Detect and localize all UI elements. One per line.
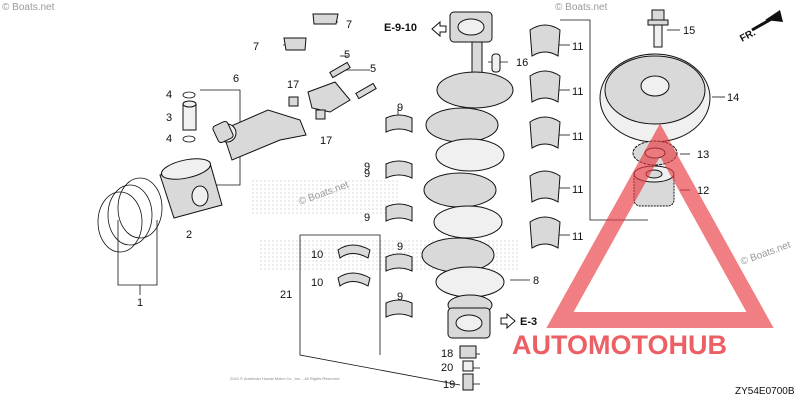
callout-number: 11: [572, 86, 583, 98]
callout-number: 13: [697, 149, 709, 161]
main-bearing-shells-left: [385, 114, 413, 318]
callout-number: 9: [397, 291, 403, 303]
callout-number: 3: [166, 112, 172, 124]
callout-number: 19: [443, 379, 455, 391]
rod-bearing-upper: [312, 13, 339, 25]
diagram-code: ZY54E0700B: [735, 386, 795, 397]
callout-number: 11: [572, 231, 583, 243]
boats-watermark: © Boats.net: [739, 239, 792, 267]
oil-jet-spring: [462, 360, 474, 372]
oil-seal-bottom: [447, 307, 491, 339]
callout-number: 11: [572, 184, 583, 196]
oil-jet-bolt: [462, 373, 474, 391]
piston-ring-set: [97, 177, 163, 253]
crankshaft: [421, 37, 514, 316]
callout-number: 9: [397, 102, 403, 114]
drive-pulley: [599, 53, 711, 143]
callout-number: 17: [287, 79, 299, 91]
thrust-washer-lower: [337, 272, 371, 287]
brand-logo-text: AUTOMOTOHUB: [512, 330, 727, 360]
connecting-rod: [212, 109, 307, 161]
copyright-text: 2010 © American Honda Motor Co., Inc. - …: [230, 376, 339, 381]
piston-pin-clip-upper: [182, 91, 196, 99]
callout-number: 6: [233, 73, 239, 85]
piston: [159, 158, 223, 219]
callout-number: 15: [683, 25, 695, 37]
callout-number: 14: [727, 92, 739, 104]
callout-number: 18: [441, 348, 453, 360]
callout-number: 4: [166, 133, 172, 145]
rod-bearing-lower: [283, 37, 307, 51]
callout-number: 10: [311, 277, 323, 289]
front-direction-arrow: FR.: [738, 10, 783, 45]
rod-bolt-lower: [355, 82, 377, 100]
oil-seal-top: [449, 11, 493, 43]
flange-bolt: [647, 9, 669, 48]
callout-number: 16: [516, 57, 528, 69]
callout-number: 10: [311, 249, 323, 261]
callout-number: 9: [397, 241, 403, 253]
callout-number: 5: [370, 63, 376, 75]
piston-pin-clip-lower: [182, 135, 196, 143]
callout-number: 11: [572, 131, 583, 143]
reference-arrow-top: E-9-10: [384, 20, 447, 38]
reference-top: E-9-10: [384, 22, 417, 34]
reference-bottom: E-3: [520, 316, 537, 328]
callout-number: 20: [441, 362, 453, 374]
boats-watermark: © Boats.net: [555, 2, 608, 13]
callout-number: 11: [572, 41, 583, 53]
boats-watermark: © Boats.net: [2, 2, 55, 13]
callout-number: 5: [344, 49, 350, 61]
rod-bolt-upper: [329, 61, 351, 79]
reference-arrow-bottom: E-3: [500, 312, 537, 330]
callout-number: 7: [253, 41, 259, 53]
callout-numbers: 1234455677899999910101111111111121314151…: [137, 19, 739, 391]
oil-jet: [459, 345, 477, 359]
dowel-pin-lower: [315, 109, 326, 120]
callout-number: 7: [346, 19, 352, 31]
callout-number: 9: [364, 168, 370, 180]
connecting-rod-cap: [307, 81, 351, 113]
main-bearing-shells-right: [529, 24, 561, 249]
callout-number: 21: [280, 289, 292, 301]
brand-logo: AUTOMOTOHUB: [512, 123, 774, 360]
callout-number: 12: [697, 185, 709, 197]
dowel-pin-upper: [288, 96, 299, 107]
thrust-washer-upper: [337, 244, 371, 259]
callout-number: 9: [364, 212, 370, 224]
callout-number: 1: [137, 297, 143, 309]
piston-pin: [182, 100, 197, 131]
callout-number: 17: [320, 135, 332, 147]
callout-number: 4: [166, 89, 172, 101]
callout-number: 2: [186, 229, 192, 241]
callout-number: 9: [364, 161, 370, 173]
callout-number: 8: [533, 275, 539, 287]
woodruff-key: [491, 53, 501, 73]
